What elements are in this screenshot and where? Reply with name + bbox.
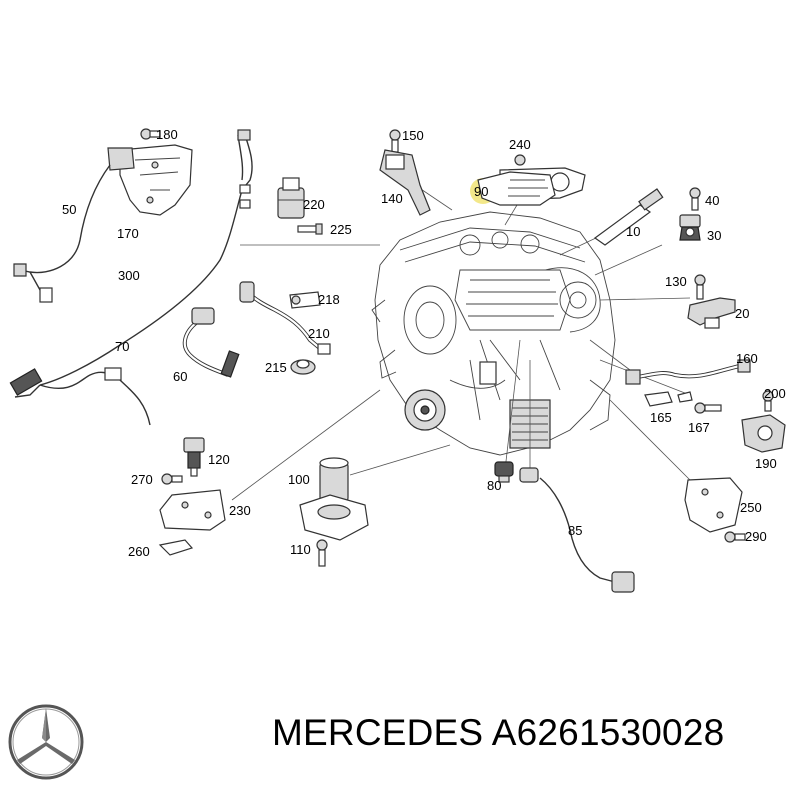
- callout-110: 110: [290, 542, 311, 557]
- callout-80: 80: [487, 478, 501, 493]
- callout-167: 167: [688, 420, 710, 435]
- part-167-bolt: [694, 402, 722, 414]
- part-20-sensor: [687, 297, 736, 329]
- part-30-sensor: [679, 214, 701, 241]
- part-85-cable: [519, 467, 635, 593]
- callout-20: 20: [735, 306, 749, 321]
- part-50-sensor: [13, 147, 135, 303]
- part-120-sensor: [183, 437, 205, 477]
- part-225-bolt: [297, 223, 323, 235]
- part-160-wire: [625, 359, 751, 385]
- callout-240: 240: [509, 137, 531, 152]
- part-40-bolt: [689, 187, 701, 211]
- callout-130: 130: [665, 274, 687, 289]
- part-290-bolt: [724, 531, 746, 543]
- callout-210: 210: [308, 326, 330, 341]
- engine-assembly: [371, 211, 616, 456]
- part-number-title: MERCEDES A6261530028: [272, 712, 725, 753]
- callout-260: 260: [128, 544, 150, 559]
- part-300-hose: [39, 129, 253, 386]
- callout-250: 250: [740, 500, 762, 515]
- part-10-glow-plug: [593, 188, 664, 246]
- part-60-sensor: [182, 307, 240, 378]
- callout-290: 290: [745, 529, 767, 544]
- part-270-bolt: [161, 473, 183, 485]
- part-80-sensor: [494, 461, 514, 483]
- callout-30: 30: [707, 228, 721, 243]
- callout-165: 165: [650, 410, 672, 425]
- part-230-bracket: [159, 489, 226, 531]
- callout-218: 218: [318, 292, 340, 307]
- part-250-bracket: [684, 477, 743, 533]
- part-100-filter: [299, 457, 369, 541]
- callout-160: 160: [736, 351, 758, 366]
- mercedes-star-icon: [8, 704, 84, 780]
- part-150-bolt: [389, 129, 401, 153]
- callout-190: 190: [755, 456, 777, 471]
- callout-170: 170: [117, 226, 139, 241]
- callout-215: 215: [265, 360, 287, 375]
- part-70-sensor: [9, 367, 151, 426]
- callout-180: 180: [156, 127, 178, 142]
- part-220-valve: [277, 177, 305, 219]
- callout-70: 70: [115, 339, 129, 354]
- part-170-bracket: [119, 144, 193, 216]
- callout-225: 225: [330, 222, 352, 237]
- callout-300: 300: [118, 268, 140, 283]
- part-215-fitting: [290, 359, 316, 375]
- part-180-bolt: [140, 128, 161, 140]
- part-260-clip: [158, 539, 194, 556]
- callout-60: 60: [173, 369, 187, 384]
- callout-10: 10: [626, 224, 640, 239]
- part-110-bolt: [316, 539, 328, 567]
- callout-220: 220: [303, 197, 325, 212]
- callout-200: 200: [764, 386, 786, 401]
- part-130-bolt: [694, 274, 706, 300]
- callout-100: 100: [288, 472, 310, 487]
- part-210-sensor: [239, 281, 331, 355]
- callout-labels: 180 150 240 50 220 140 90 40 170 225 10 …: [62, 127, 786, 559]
- callout-150: 150: [402, 128, 424, 143]
- callout-120: 120: [208, 452, 230, 467]
- callout-230: 230: [229, 503, 251, 518]
- callout-40: 40: [705, 193, 719, 208]
- part-200-bolt: [762, 390, 774, 412]
- callout-90: 90: [474, 184, 488, 199]
- part-165-bracket: [644, 391, 693, 407]
- callout-140: 140: [381, 191, 403, 206]
- callout-50: 50: [62, 202, 76, 217]
- callout-85: 85: [568, 523, 582, 538]
- callout-270: 270: [131, 472, 153, 487]
- part-190-sensor: [741, 414, 786, 453]
- part-218-clip: [289, 291, 321, 309]
- part-140-sensor: [379, 149, 431, 216]
- part-90-throttle: [477, 171, 556, 206]
